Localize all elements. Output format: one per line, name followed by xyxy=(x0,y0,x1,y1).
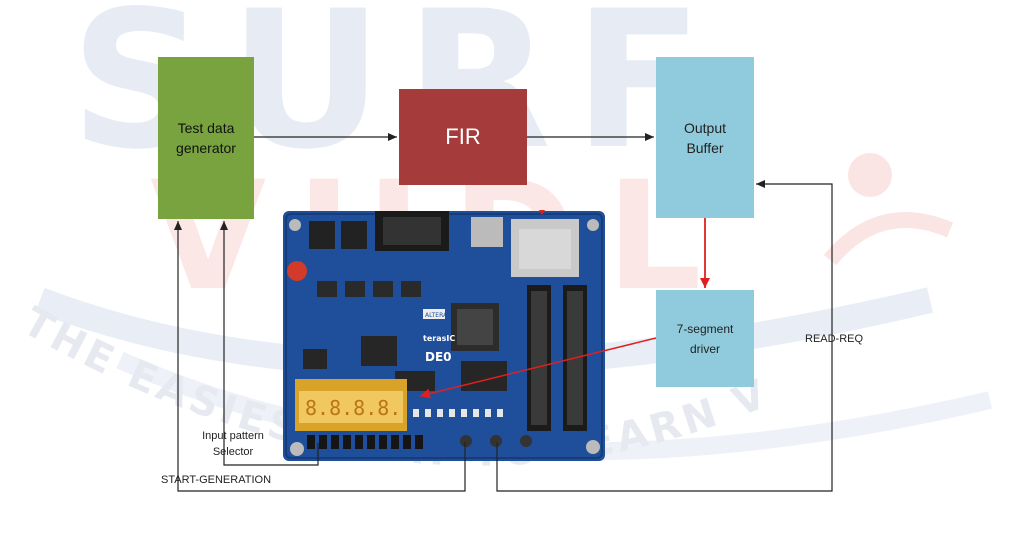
seven-segment-driver-line1: 7-segment xyxy=(676,321,734,336)
test-data-generator-line1: Test data xyxy=(177,120,235,136)
input-pattern-selector-line1: Input pattern xyxy=(202,430,264,442)
input-pattern-selector-line2: Selector xyxy=(212,446,254,458)
seven-segment-driver-line2: driver xyxy=(689,341,720,356)
test-data-generator-block: Test data generator xyxy=(158,57,254,219)
wire-read-req xyxy=(496,180,833,492)
start-generation-label: START-GENERATION xyxy=(161,474,272,486)
output-buffer-line2: Buffer xyxy=(686,139,724,156)
board-model-label: DE0 xyxy=(425,350,452,364)
seven-segment-driver-block: 7-segment driver xyxy=(656,290,754,387)
output-buffer-line1: Output xyxy=(683,119,727,136)
test-data-generator-line2: generator xyxy=(176,140,236,156)
wire-input-pattern-selector xyxy=(220,221,319,466)
output-buffer-block: Output Buffer xyxy=(656,57,754,218)
fir-block: FIR xyxy=(399,89,527,185)
fir-label: FIR xyxy=(445,124,481,149)
board-vendor-label: terasIC xyxy=(423,334,455,343)
board-brand-label: ALTERA xyxy=(425,312,448,319)
arrow-seg-driver-to-display xyxy=(419,337,657,399)
input-pattern-selector-label: Input pattern Selector xyxy=(197,428,269,460)
wire-start-generation xyxy=(174,221,466,492)
de0-board-image: ALTERA terasIC DE0 8.8.8.8. xyxy=(283,211,605,461)
seven-segment-display-digits: 8.8.8.8. xyxy=(305,396,401,420)
read-req-label: READ-REQ xyxy=(805,333,864,345)
